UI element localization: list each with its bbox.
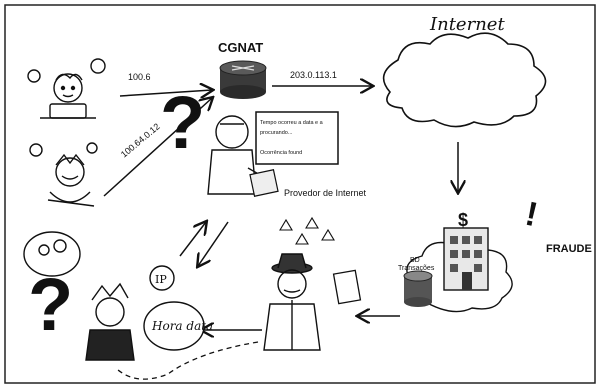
ip-user2-label: 100.64.0.12 <box>119 121 162 159</box>
svg-text:$: $ <box>458 210 468 230</box>
router-icon <box>219 60 267 99</box>
user-3-figure <box>23 231 81 277</box>
arrow-request-provider <box>179 222 206 257</box>
user-1-figure <box>27 58 106 119</box>
database-icon <box>403 270 433 307</box>
internet-label: Internet <box>429 14 505 35</box>
question-mark-bottom: ? <box>28 263 73 346</box>
evidence-document-icon <box>332 269 362 305</box>
note-bubble <box>143 301 205 351</box>
ip-bubble <box>149 265 175 291</box>
internet-cloud <box>382 32 547 128</box>
bd-label: BD <box>410 257 420 264</box>
ip-user1-label: 100.6 <box>128 72 151 82</box>
provider-screen <box>255 111 339 165</box>
screen-line-2: procurando... <box>260 130 293 136</box>
ip-bubble-text: IP <box>155 273 167 286</box>
suspect-figure <box>85 282 135 361</box>
bank-building-icon: $ <box>406 210 513 313</box>
provider-label: Provedor de Internet <box>284 188 367 198</box>
note-bubble-text: Hora data <box>151 319 213 333</box>
moneybags-icon <box>279 216 335 245</box>
arrow-user2-router <box>103 98 212 197</box>
user-2-figure <box>29 142 98 207</box>
transacoes-label: Transações <box>398 265 435 272</box>
frame-border <box>4 4 596 384</box>
question-mark-top: ? <box>160 81 205 164</box>
screen-line-3: Ocorrência found <box>260 150 302 156</box>
arrow-user1-router <box>119 90 212 96</box>
cgnat-label: CGNAT <box>218 40 263 55</box>
exclamation-icon: ! <box>522 195 541 235</box>
detective-figure <box>263 253 321 351</box>
ip-public-label: 203.0.113.1 <box>290 70 337 80</box>
document-icon <box>249 169 279 197</box>
screen-line-1: Tempo ocorreu a data e a <box>260 120 324 126</box>
dashed-path <box>117 341 259 380</box>
fraud-label: FRAUDE <box>546 243 592 255</box>
arrow-response-provider <box>198 221 229 266</box>
